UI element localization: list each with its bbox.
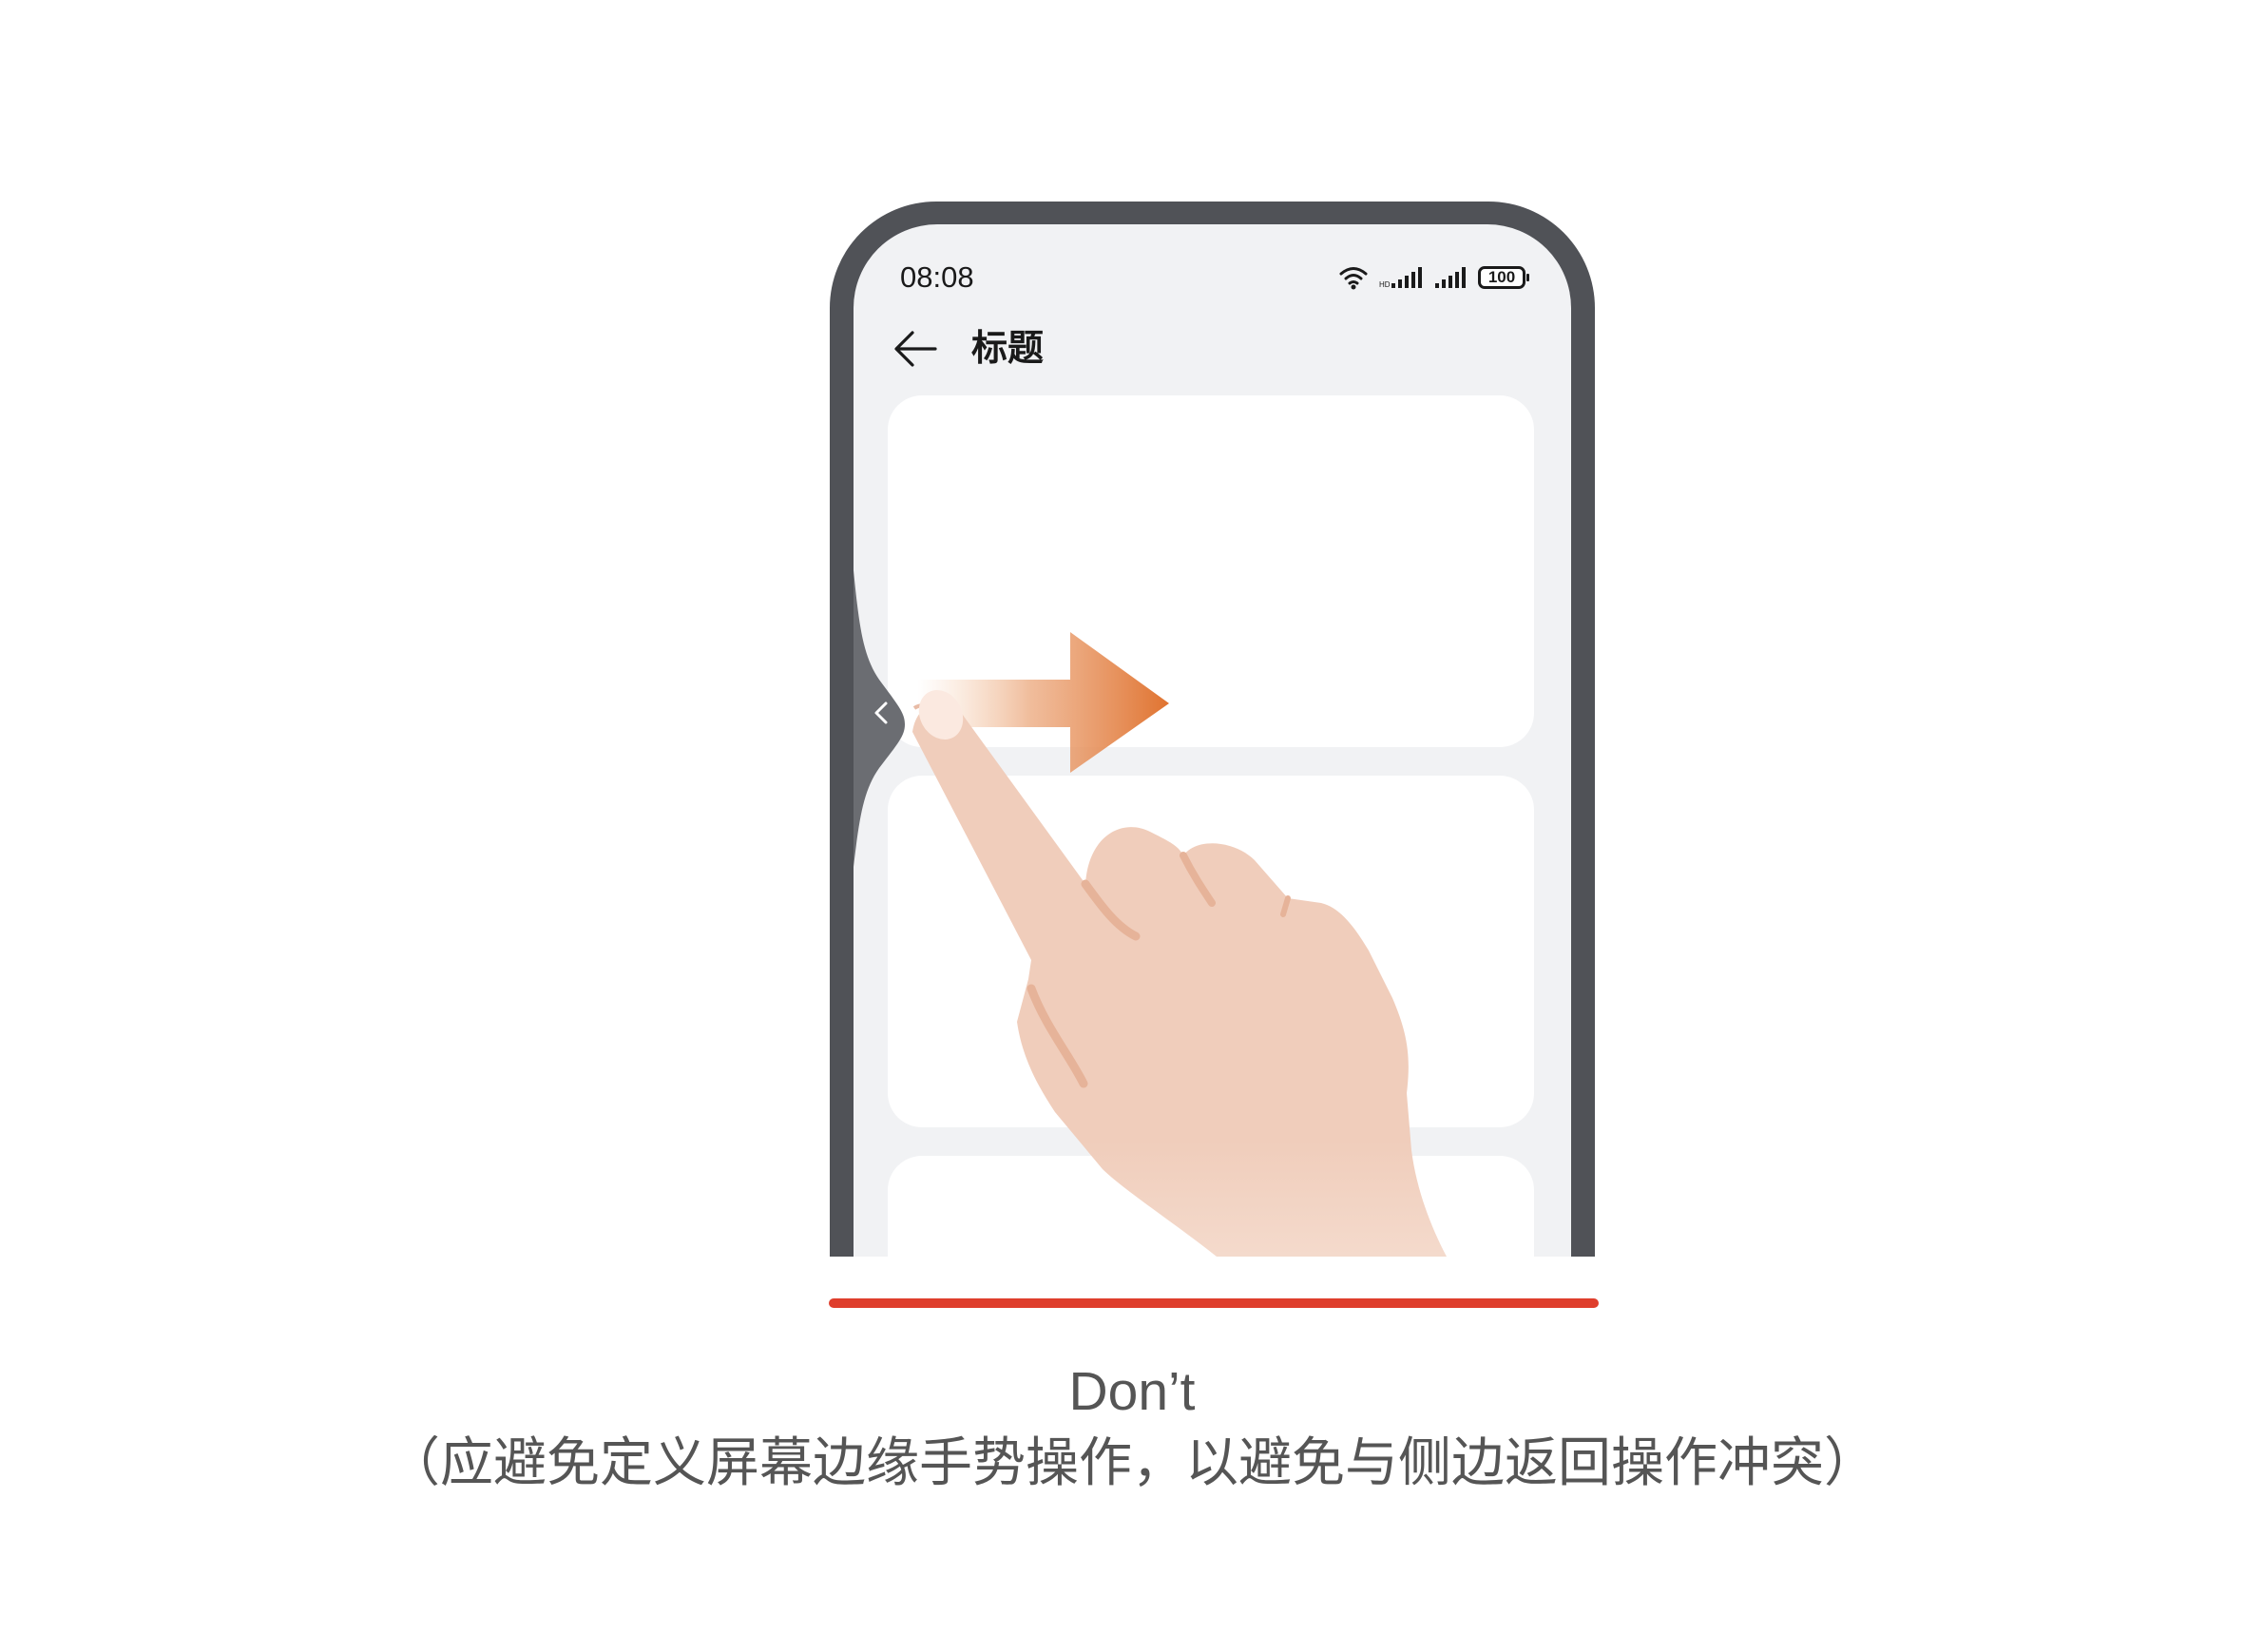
battery-level: 100 (1487, 268, 1516, 286)
caption-text: （应避免定义屏幕边缘手势操作，以避免与侧边返回操作冲突） (387, 1432, 1877, 1494)
wifi-icon (1339, 267, 1368, 290)
arrow-right-icon (917, 632, 1169, 773)
verdict-label: Don’t (1068, 1361, 1196, 1422)
edge-back-indicator (854, 570, 905, 867)
arrow-left-icon (894, 331, 937, 367)
battery-icon: 100 (1478, 266, 1529, 289)
dont-indicator-bar (829, 1298, 1599, 1308)
title-bar: 标题 (854, 310, 1571, 386)
signal-icon (1435, 267, 1466, 288)
hand-illustration (912, 690, 1447, 1257)
status-time: 08:08 (900, 260, 974, 294)
chevron-left-icon (874, 701, 888, 724)
status-icons: HD 100 (1339, 263, 1529, 292)
back-button[interactable] (892, 325, 939, 373)
page-title: 标题 (971, 329, 1045, 369)
svg-text:HD: HD (1379, 280, 1391, 289)
signal-icon: HD (1379, 267, 1422, 289)
status-bar: 08:08 HD (854, 243, 1571, 294)
